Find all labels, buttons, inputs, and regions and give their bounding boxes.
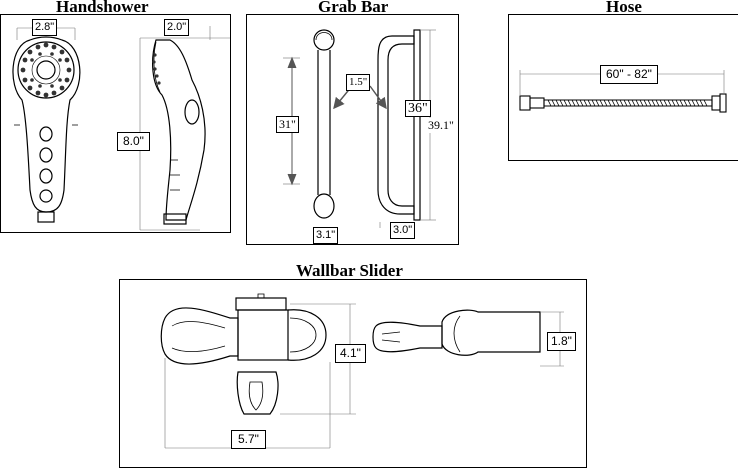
wallbar-slider-panel: [119, 279, 587, 468]
handshower-depth-label: 2.0": [164, 19, 190, 36]
hose-panel: [508, 14, 738, 161]
grab-bar-base-front-label: 3.1": [313, 227, 339, 244]
handshower-width-label: 2.8": [32, 19, 58, 36]
grab-bar-overall-label: 39.1": [426, 118, 456, 133]
handshower-length-label: 8.0": [117, 132, 150, 151]
grab-bar-title: Grab Bar: [318, 0, 389, 16]
handshower-side-drawing: [152, 39, 206, 225]
grab-bar-base-side-label: 3.0": [390, 222, 416, 239]
grab-bar-outer-label: 36": [405, 100, 431, 117]
wallbar-depth-label: 1.8": [547, 332, 576, 351]
grab-bar-inner-label: 31": [276, 116, 299, 133]
wallbar-height-label: 4.1": [335, 344, 366, 363]
handshower-title: Handshower: [56, 0, 149, 16]
wallbar-slider-title: Wallbar Slider: [296, 261, 403, 280]
grab-bar-side-drawing: [377, 29, 421, 221]
wallbar-slider-side-drawing: [372, 309, 541, 356]
hose-length-label: 60" - 82": [600, 65, 658, 84]
wallbar-width-label: 5.7": [231, 430, 266, 449]
hose-drawing: [519, 93, 727, 113]
grab-bar-diameter-label: 1.5": [346, 74, 371, 91]
grab-bar-front-drawing: [313, 29, 335, 219]
wallbar-slider-front-drawing: [160, 293, 327, 415]
hose-title: Hose: [606, 0, 642, 16]
handshower-front-drawing: [12, 36, 81, 223]
